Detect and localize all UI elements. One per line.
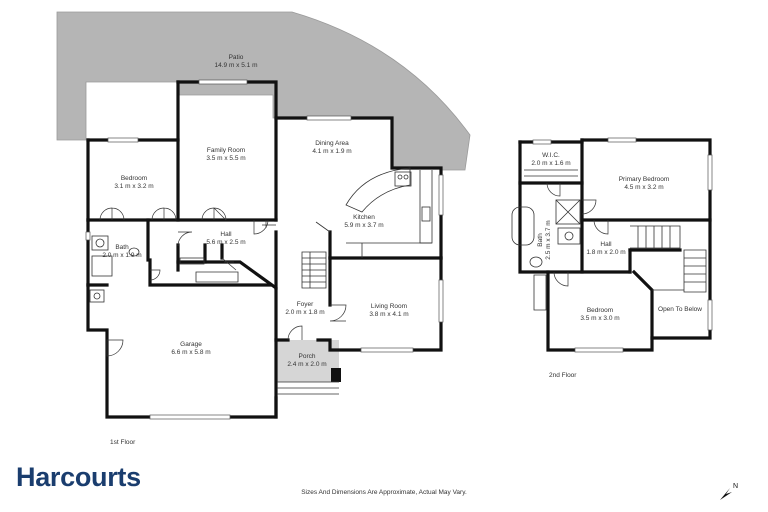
room-dims: 3.5 m x 5.5 m bbox=[206, 155, 245, 162]
toilet bbox=[128, 247, 140, 257]
french-door bbox=[151, 207, 177, 221]
room-name: Open To Below bbox=[658, 306, 702, 313]
sliding-door bbox=[262, 220, 276, 228]
room-dims: 2.5 m x 3.7 m bbox=[545, 220, 552, 259]
room-dims: 14.9 m x 5.1 m bbox=[215, 62, 258, 69]
room-name: Bath bbox=[115, 244, 129, 251]
room-dims: 3.8 m x 4.1 m bbox=[369, 311, 408, 318]
shelf bbox=[524, 169, 578, 177]
room-name: W.I.C. bbox=[542, 152, 560, 159]
first-floor: Patio 14.9 m x 5.1 m Family Room 3.5 m x… bbox=[56, 11, 471, 446]
stairs bbox=[630, 225, 707, 293]
window bbox=[607, 137, 637, 143]
room-name: Hall bbox=[220, 231, 232, 238]
porch-pillar bbox=[331, 368, 341, 382]
wall bbox=[518, 140, 654, 352]
window bbox=[707, 299, 713, 331]
stairs bbox=[301, 251, 327, 289]
door bbox=[177, 231, 193, 247]
room-name: Kitchen bbox=[353, 214, 375, 221]
closet bbox=[179, 257, 205, 265]
door bbox=[581, 199, 597, 215]
room-name: Bedroom bbox=[587, 307, 613, 314]
door bbox=[329, 304, 347, 322]
window bbox=[198, 79, 248, 85]
window bbox=[360, 347, 414, 353]
floor-label: 2nd Floor bbox=[549, 372, 577, 379]
room-dims: 1.8 m x 2.0 m bbox=[586, 249, 625, 256]
room-dims: 3.5 m x 3.0 m bbox=[580, 315, 619, 322]
window bbox=[85, 231, 91, 241]
room-name: Hall bbox=[600, 241, 612, 248]
shower bbox=[555, 199, 581, 225]
compass-letter: N bbox=[733, 483, 738, 490]
door bbox=[221, 257, 237, 271]
toilet bbox=[529, 256, 543, 268]
room-dims: 2.0 m x 1.8 m bbox=[285, 309, 324, 316]
window bbox=[306, 115, 352, 121]
patio-area bbox=[56, 11, 471, 171]
room-dims: 5.9 m x 3.7 m bbox=[344, 222, 383, 229]
door bbox=[553, 271, 569, 287]
window bbox=[149, 414, 231, 420]
disclaimer-text: Sizes And Dimensions Are Approximate, Ac… bbox=[301, 489, 467, 496]
shower bbox=[555, 199, 581, 225]
second-floor: W.I.C. 2.0 m x 1.6 m Primary Bedroom 4.5… bbox=[511, 137, 713, 379]
laundry-sink bbox=[89, 289, 105, 303]
window bbox=[532, 139, 552, 145]
room-dims: 5.6 m x 2.5 m bbox=[206, 239, 245, 246]
room-name: Garage bbox=[180, 341, 202, 348]
french-door bbox=[201, 207, 227, 221]
room-name: Patio bbox=[229, 54, 244, 61]
stove bbox=[394, 171, 412, 187]
room-name: Dining Area bbox=[315, 140, 349, 147]
garage-door bbox=[106, 339, 124, 357]
wall bbox=[148, 258, 272, 287]
room-dims: 2.4 m x 2.0 m bbox=[287, 361, 326, 368]
room-name: Primary Bedroom bbox=[619, 176, 670, 183]
window bbox=[107, 137, 139, 143]
tub bbox=[511, 206, 535, 246]
room-name: Foyer bbox=[297, 301, 314, 308]
kitchen-counter bbox=[346, 242, 432, 258]
room-name: Living Room bbox=[371, 303, 407, 310]
room-dims: 4.1 m x 1.9 m bbox=[312, 148, 351, 155]
closet bbox=[533, 274, 547, 311]
compass-icon: N bbox=[720, 483, 738, 500]
bath-2-label: Bath 2.5 m x 3.7 m bbox=[537, 220, 552, 259]
floor-label: 1st Floor bbox=[110, 439, 136, 446]
kitchen-island bbox=[345, 167, 411, 213]
closet bbox=[195, 271, 239, 283]
room-dims: 6.6 m x 5.8 m bbox=[171, 349, 210, 356]
room-dims: 4.5 m x 3.2 m bbox=[624, 184, 663, 191]
brand-logo: Harcourts bbox=[16, 462, 141, 492]
kitchen-counter bbox=[419, 170, 433, 244]
room-dims: 2.0 m x 1.9 m bbox=[102, 252, 141, 259]
french-door bbox=[99, 207, 125, 221]
door bbox=[253, 219, 269, 235]
room-name: Bath bbox=[537, 233, 544, 247]
room-dims: 2.0 m x 1.6 m bbox=[531, 160, 570, 167]
window bbox=[438, 174, 444, 216]
door bbox=[593, 219, 609, 235]
front-door bbox=[287, 325, 303, 341]
door bbox=[546, 182, 561, 197]
vanity bbox=[91, 235, 109, 251]
vanity bbox=[557, 227, 581, 245]
sink bbox=[421, 206, 431, 222]
tub bbox=[91, 255, 113, 277]
room-dims: 3.1 m x 3.2 m bbox=[114, 183, 153, 190]
window bbox=[707, 154, 713, 191]
room-name: Family Room bbox=[207, 147, 245, 154]
room-name: Porch bbox=[299, 353, 316, 360]
room-name: Bedroom bbox=[121, 175, 147, 182]
porch-step bbox=[277, 381, 339, 395]
wall-thin bbox=[315, 221, 331, 233]
door bbox=[149, 269, 161, 281]
window bbox=[438, 279, 444, 323]
window bbox=[574, 347, 624, 353]
